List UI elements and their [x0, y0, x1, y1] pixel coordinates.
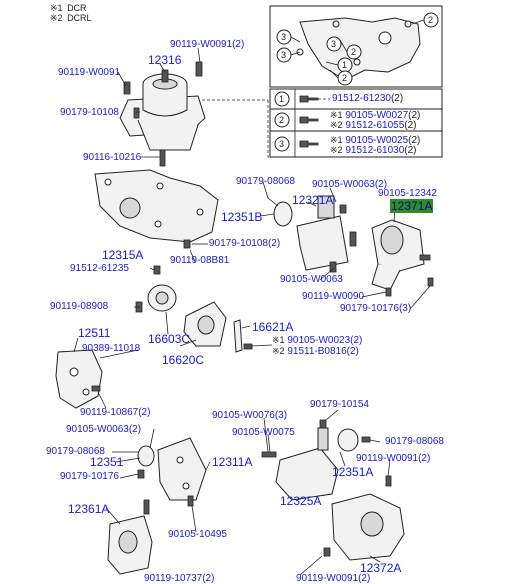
- part-link-90119-08B81[interactable]: 90119-08B81: [170, 255, 230, 266]
- inset-callout: 3: [281, 50, 287, 60]
- legend-mark: ※2: [50, 13, 63, 23]
- part-link-16621A[interactable]: 16621A: [252, 320, 294, 334]
- part-link-90105-W0063-2-lower[interactable]: 90105-W0063(2): [66, 424, 142, 435]
- bracket-12511-drawing: [55, 349, 103, 409]
- mount-12325A-assembly-drawing: [261, 419, 371, 501]
- part-link-12325A[interactable]: 12325A: [280, 494, 322, 508]
- mount-12361A-drawing: [107, 499, 153, 575]
- part-link-12351B[interactable]: 12351B: [221, 210, 263, 224]
- legend-item-dcrl: ※2 DCRL: [50, 14, 92, 23]
- part-link-90179-08068[interactable]: 90179-08068: [236, 176, 295, 187]
- inset-callout: 2: [351, 47, 357, 57]
- part-link-90179-10108[interactable]: 90179-10108: [60, 107, 119, 118]
- part-link-12321A[interactable]: 12321A: [292, 193, 334, 207]
- legend-mark: ※1: [50, 3, 63, 13]
- part-link-90105-10495[interactable]: 90105-10495: [168, 529, 227, 540]
- part-link-12315A[interactable]: 12315A: [102, 248, 144, 262]
- bracket-12315A-drawing: [94, 169, 219, 249]
- part-link-12361A[interactable]: 12361A: [68, 502, 110, 516]
- legend-text: DCRL: [67, 13, 92, 23]
- legend-item-dcr: ※1 DCR: [50, 4, 87, 13]
- part-link-90179-10108-2[interactable]: 90179-10108(2): [209, 238, 281, 249]
- part-link-90179-08068-right[interactable]: 90179-08068: [385, 436, 444, 447]
- part-link-90105-W0063[interactable]: 90105-W0063: [280, 274, 343, 285]
- inset-callout: 2: [342, 73, 348, 83]
- part-link-12311A[interactable]: 12311A: [212, 455, 253, 469]
- part-link-91512-61235[interactable]: 91512-61235: [70, 263, 129, 274]
- engine-mount-12316-drawing: [119, 61, 206, 167]
- part-link-12351[interactable]: 12351: [90, 455, 124, 469]
- legend-text: DCR: [67, 3, 87, 13]
- part-link-90119-W0091-2-right[interactable]: 90119-W0091(2): [356, 453, 431, 464]
- inset-row-number: 2: [279, 115, 285, 125]
- part-link-91512-61230[interactable]: 91512-61230(2): [332, 93, 404, 104]
- part-link-12316[interactable]: 12316: [148, 53, 182, 67]
- part-link-90179-10154[interactable]: 90179-10154: [310, 399, 369, 410]
- part-link-90119-W0091[interactable]: 90119-W0091: [58, 67, 121, 78]
- inset-callout: 3: [281, 32, 287, 42]
- part-link-12372A[interactable]: 12372A: [360, 561, 402, 575]
- part-link-16603C[interactable]: 16603C: [148, 332, 191, 346]
- inset-callout: 3: [331, 39, 337, 49]
- part-link-90105-W0075[interactable]: 90105-W0075: [232, 427, 295, 438]
- part-link-90389-11018[interactable]: 90389-11018: [82, 343, 141, 354]
- part-link-90105-12342[interactable]: 90105-12342: [378, 188, 437, 199]
- part-link-91511-B0816-2[interactable]: ※2 91511-B0816(2): [272, 346, 359, 357]
- tensioner-pulley-assembly-drawing: [135, 265, 253, 353]
- part-link-90179-10176-3[interactable]: 90179-10176(3): [340, 303, 412, 314]
- inset-callout: 1: [342, 60, 348, 70]
- part-link-91512-61030[interactable]: ※2 91512-61030(2): [330, 145, 417, 156]
- inset-row-number: 1: [279, 94, 285, 104]
- part-link-90179-10176[interactable]: 90179-10176: [60, 471, 119, 482]
- part-link-12351A[interactable]: 12351A: [332, 465, 374, 479]
- part-link-90179-08068-left[interactable]: 90179-08068: [46, 446, 105, 457]
- part-link-90119-10737-2[interactable]: 90119-10737(2): [144, 573, 215, 584]
- leader-lines: [73, 47, 431, 576]
- part-link-90119-W0091-2-bottom[interactable]: 90119-W0091(2): [296, 573, 371, 584]
- mount-12321A-assembly-drawing: [273, 195, 434, 297]
- part-link-90119-10867-2[interactable]: 90119-10867(2): [80, 407, 151, 418]
- part-link-90105-W0076-3[interactable]: 90105-W0076(3): [212, 410, 288, 421]
- mount-12311A-assembly-drawing: [137, 437, 207, 507]
- inset-row-number: 3: [279, 139, 285, 149]
- part-link-90119-W0091-2[interactable]: 90119-W0091(2): [170, 39, 245, 50]
- inset-callouts: [276, 12, 439, 86]
- part-link-90119-08908[interactable]: 90119-08908: [50, 301, 109, 312]
- part-link-90105-W0063-2[interactable]: 90105-W0063(2): [312, 179, 388, 190]
- part-link-90116-10216[interactable]: 90116-10216: [83, 152, 142, 163]
- part-link-12371A[interactable]: 12371A: [390, 199, 434, 213]
- part-link-12511[interactable]: 12511: [78, 326, 111, 340]
- mount-12372A-drawing: [323, 475, 405, 561]
- part-link-91512-61055[interactable]: ※2 91512-61055(2): [330, 120, 417, 131]
- part-link-16620C[interactable]: 16620C: [162, 353, 205, 367]
- part-link-90105-W0023-2[interactable]: ※1 90105-W0023(2): [272, 335, 363, 346]
- inset-callout: 2: [428, 15, 434, 25]
- part-link-90105-W0027[interactable]: ※1 90105-W0027(2): [330, 110, 421, 121]
- part-link-90119-W0090[interactable]: 90119-W0090: [302, 291, 365, 302]
- part-link-90105-W0025[interactable]: ※1 90105-W0025(2): [330, 135, 421, 146]
